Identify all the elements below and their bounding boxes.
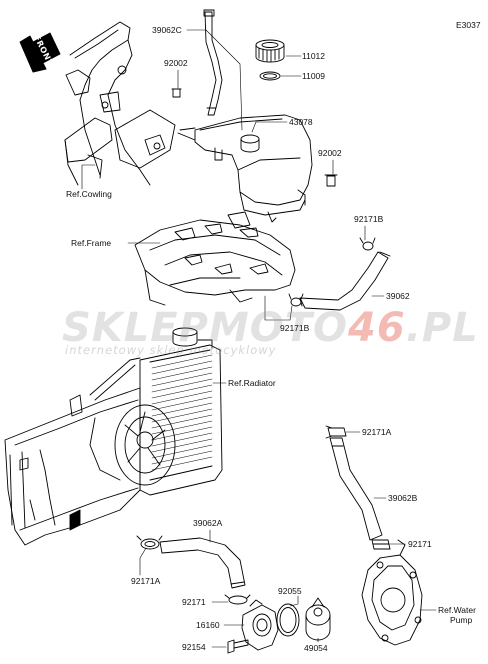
label-39062[interactable]: 39062 [386, 291, 410, 301]
label-ref-water-pump-line2[interactable]: Pump [450, 615, 473, 625]
label-39062A[interactable]: 39062A [193, 518, 223, 528]
label-92171B-top[interactable]: 92171B [354, 214, 384, 224]
bolt-92154[interactable] [227, 639, 249, 654]
label-92002-a[interactable]: 92002 [164, 58, 188, 68]
reservoir-cap[interactable] [255, 39, 285, 63]
water-pump[interactable] [361, 539, 423, 646]
o-ring-92055[interactable] [276, 603, 300, 637]
fan-shroud[interactable] [4, 357, 176, 546]
watermark-moto: MOTO [208, 305, 349, 351]
clamp-92171-right[interactable] [371, 539, 391, 550]
label-92002-b[interactable]: 92002 [318, 148, 342, 158]
hose-39062C[interactable] [203, 9, 223, 116]
watermark-46: 46 [348, 305, 406, 351]
label-92171B-mid[interactable]: 92171B [280, 323, 310, 333]
hose-39062B[interactable] [329, 437, 383, 541]
watermark-pl: .PL [405, 305, 479, 351]
label-92055[interactable]: 92055 [278, 586, 302, 596]
label-92171-low[interactable]: 92171 [182, 597, 206, 607]
reservoir-tank[interactable] [177, 114, 313, 223]
label-92171A-left[interactable]: 92171A [131, 576, 161, 586]
label-16160[interactable]: 16160 [196, 620, 220, 630]
radiator[interactable] [139, 327, 223, 496]
label-ref-cowling[interactable]: Ref.Cowling [66, 189, 112, 199]
label-39062B[interactable]: 39062B [388, 493, 418, 503]
frame[interactable] [134, 211, 296, 306]
label-ref-water-pump-line1[interactable]: Ref.Water [438, 605, 476, 615]
clamp-92171B-top[interactable] [359, 237, 376, 251]
watermark-tagline: internetowy sklep motocyklowy [65, 343, 277, 357]
label-49054[interactable]: 49054 [304, 643, 328, 653]
label-ref-radiator[interactable]: Ref.Radiator [228, 378, 276, 388]
o-ring-11009[interactable] [259, 71, 281, 81]
hose-39062A[interactable] [159, 537, 246, 589]
front-arrow-icon [19, 32, 61, 73]
watermark-sklep: SKLEP [62, 305, 209, 351]
clamp-92171-low[interactable] [224, 594, 251, 605]
hose-39062[interactable] [299, 251, 391, 311]
clamp-92171A-left[interactable] [136, 535, 163, 550]
label-92154[interactable]: 92154 [182, 642, 206, 652]
label-39062C[interactable]: 39062C [152, 25, 182, 35]
watermark-logo: SKLEPMOTO46.PL [62, 305, 479, 351]
bolt-92002-b[interactable] [324, 174, 338, 187]
thermostat-housing[interactable] [241, 599, 279, 651]
bolt-92002-a[interactable] [171, 88, 182, 98]
label-43078[interactable]: 43078 [289, 117, 313, 127]
cowling-bracket[interactable] [64, 21, 176, 186]
label-ref-frame[interactable]: Ref.Frame [71, 238, 112, 248]
leader-lines [81, 29, 437, 648]
diagram-code: E3037 [456, 20, 481, 30]
thermostat[interactable] [305, 597, 331, 641]
label-11012[interactable]: 11012 [302, 51, 326, 61]
label-11009[interactable]: 11009 [302, 71, 326, 81]
clamp-92171A-right[interactable] [325, 425, 347, 439]
label-92171A-right[interactable]: 92171A [362, 427, 392, 437]
label-92171-right[interactable]: 92171 [408, 539, 432, 549]
